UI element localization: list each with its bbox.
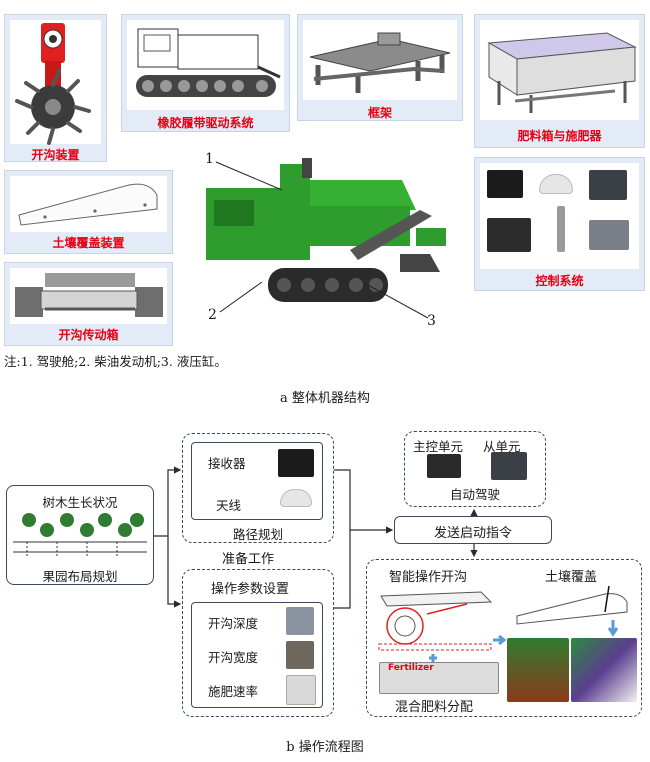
soil-cover-diagram <box>516 585 628 637</box>
panel-gearbox: 开沟传动箱 <box>4 262 173 346</box>
width-thumb <box>286 641 314 669</box>
rate-label: 施肥速率 <box>208 684 259 699</box>
cover-photo <box>571 638 637 702</box>
panel-soil-cover: 土壤覆盖装置 <box>4 170 173 254</box>
control-actuator-thumb <box>557 206 565 252</box>
hopper-illustration <box>487 32 637 113</box>
panel-frame: 框架 <box>297 14 463 121</box>
callout-1: 1 <box>205 151 214 167</box>
control-valve-thumb <box>589 220 629 250</box>
soil-cover-illustration <box>18 183 158 226</box>
depth-label: 开沟深度 <box>208 616 259 631</box>
params-group: 操作参数设置 开沟深度 开沟宽度 施肥速率 <box>182 569 334 717</box>
caption-a: a 整体机器结构 <box>280 391 370 406</box>
orchard-box: 树木生长状况 果园布局规划 <box>6 485 154 585</box>
panel-trencher-label: 开沟装置 <box>31 148 80 162</box>
control-board-thumb <box>589 170 627 200</box>
panel-soil-cover-label: 土壤覆盖装置 <box>52 236 125 250</box>
send-command-label: 发送启动指令 <box>433 526 512 541</box>
mix-fertilizer-label: 混合肥料分配 <box>395 700 474 715</box>
callout-3: 3 <box>427 313 436 329</box>
machine-illustration <box>206 158 446 302</box>
width-label: 开沟宽度 <box>208 650 259 665</box>
receiver-thumb <box>278 449 314 477</box>
trench-machine-diagram <box>378 591 493 651</box>
antenna-label: 天线 <box>216 498 242 513</box>
auto-drive-title: 自动驾驶 <box>449 487 500 502</box>
panel-gearbox-label: 开沟传动箱 <box>58 328 119 342</box>
caption-b: b 操作流程图 <box>286 740 364 755</box>
slave-unit-label: 从单元 <box>483 439 521 454</box>
panel-track-drive-label: 橡胶履带驱动系统 <box>157 116 254 130</box>
smart-trench-label: 智能操作开沟 <box>389 570 468 585</box>
tree-growth-label: 树木生长状况 <box>42 495 118 510</box>
soil-cover-op-label: 土壤覆盖 <box>545 570 598 585</box>
panel-hopper: 肥料箱与施肥器 <box>474 14 645 148</box>
fertilizer-tag: Fertilizer <box>388 663 434 673</box>
master-unit-label: 主控单元 <box>413 439 464 454</box>
panel-track-drive: 橡胶履带驱动系统 <box>121 14 290 132</box>
panel-control-label: 控制系统 <box>535 274 584 288</box>
slave-unit-thumb <box>491 452 527 480</box>
path-planning-group: 接收器 天线 路径规划 <box>182 433 334 543</box>
callout-2: 2 <box>208 307 217 323</box>
prep-work-label: 准备工作 <box>222 552 275 567</box>
orchard-layout-label: 果园布局规划 <box>42 569 118 584</box>
track-drive-illustration <box>136 28 281 97</box>
panel-trencher: 开沟装置 <box>4 14 107 162</box>
trencher-illustration <box>15 23 91 145</box>
note-text: 注:1. 驾驶舱;2. 柴油发动机;3. 液压缸。 <box>4 354 227 369</box>
control-jetson-thumb <box>487 218 531 252</box>
control-screen-thumb <box>487 170 523 198</box>
fertilizer-hopper-thumb: Fertilizer <box>379 662 499 694</box>
panel-hopper-label: 肥料箱与施肥器 <box>517 129 602 143</box>
operations-group: 智能操作开沟 土壤覆盖 Fertilizer 混合肥料分配 <box>366 559 642 717</box>
depth-thumb <box>286 607 314 635</box>
panel-control: 控制系统 <box>474 157 645 291</box>
send-command-box: 发送启动指令 <box>394 516 552 544</box>
master-unit-thumb <box>427 454 461 478</box>
gearbox-illustration <box>15 273 163 317</box>
trench-photo <box>507 638 569 702</box>
orchard-layout-icon <box>13 513 147 556</box>
params-list-box: 开沟深度 开沟宽度 施肥速率 <box>191 602 323 708</box>
rate-thumb <box>286 675 316 705</box>
receiver-label: 接收器 <box>208 456 246 471</box>
auto-drive-group: 主控单元 从单元 自动驾驶 <box>404 431 546 507</box>
gnss-box: 接收器 天线 <box>191 442 323 520</box>
path-planning-title: 路径规划 <box>232 527 283 542</box>
frame-illustration <box>309 32 451 93</box>
params-title: 操作参数设置 <box>211 582 290 597</box>
panel-frame-label: 框架 <box>367 106 392 120</box>
